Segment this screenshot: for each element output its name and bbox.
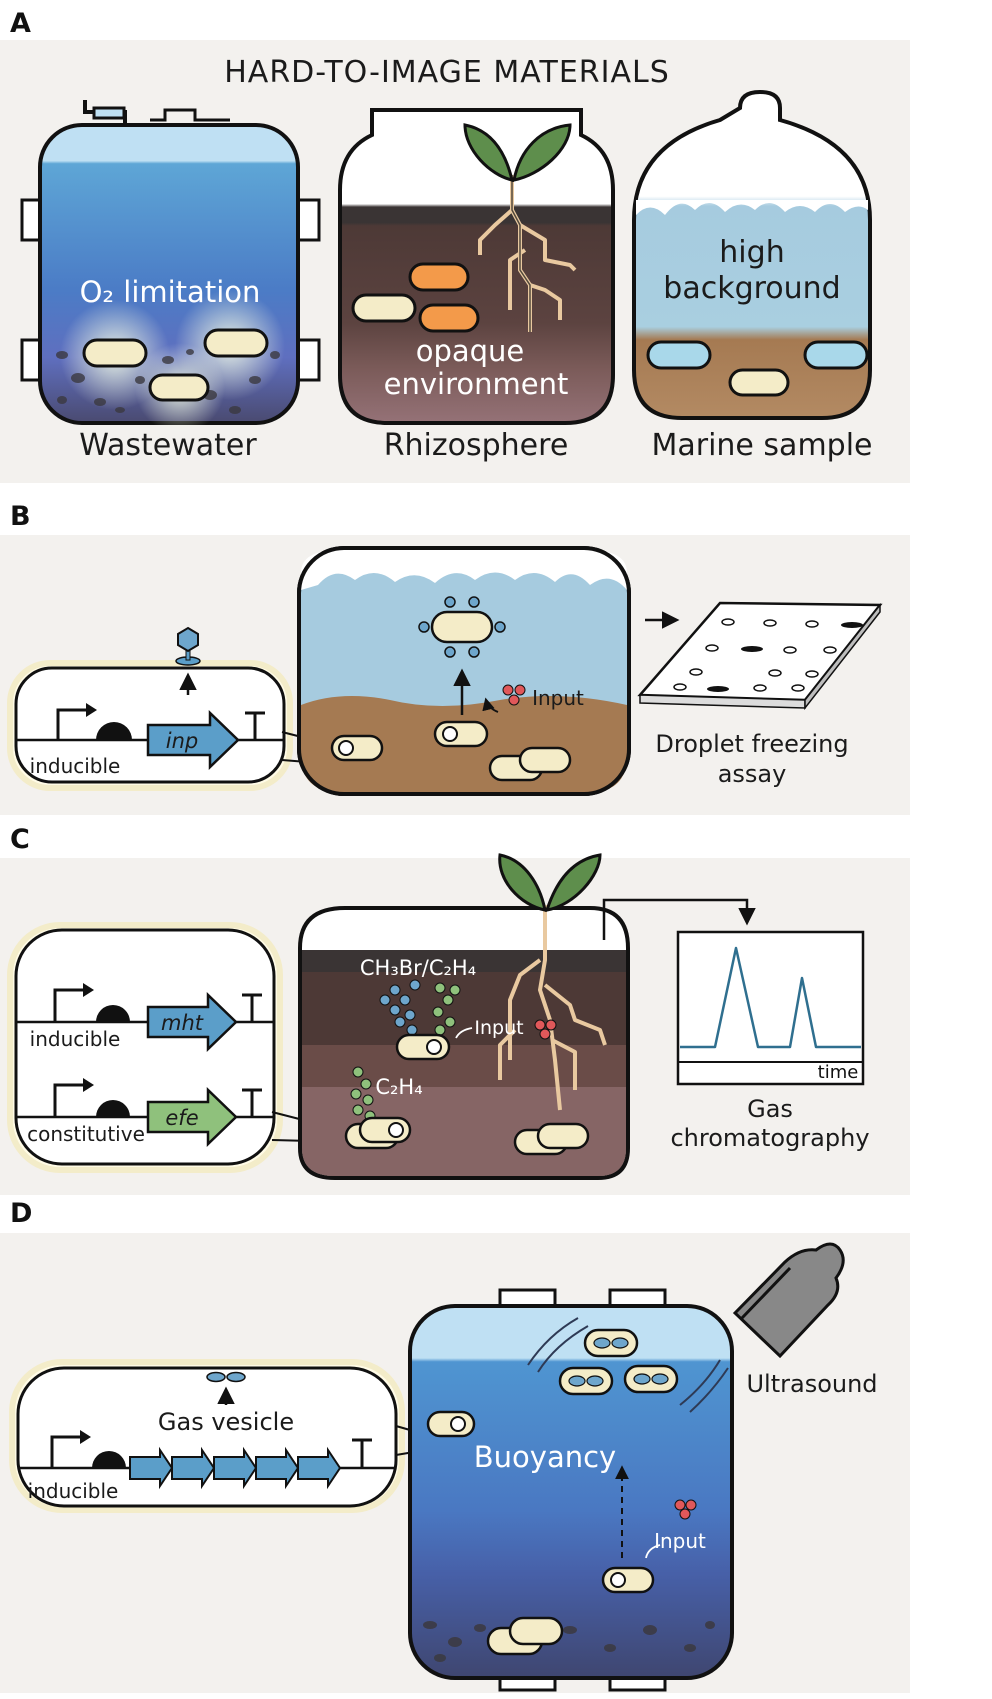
gc-method-line1: Gas — [747, 1095, 793, 1123]
panel-c-rhizosphere-container — [298, 853, 630, 1180]
gas-chromatogram — [676, 930, 865, 1086]
panel-a-title: HARD-TO-IMAGE MATERIALS — [224, 55, 670, 90]
gc-method-line2: chromatography — [670, 1124, 869, 1152]
marine-overlay-line1: high — [719, 235, 784, 270]
droplet-assay-line2: assay — [718, 760, 787, 788]
panel-d-promoter-label: inducible — [28, 1479, 119, 1503]
wastewater-overlay-text: O₂ limitation — [80, 275, 261, 309]
chromatogram-axis-label: time — [818, 1062, 859, 1083]
panel-letter-d: D — [10, 1198, 32, 1229]
vesicle-label: Gas vesicle — [158, 1408, 294, 1436]
droplet-plate — [637, 601, 883, 711]
ultrasound-probe-icon — [732, 1242, 845, 1359]
rhizosphere-jar — [338, 108, 615, 425]
panel-b-gene-label: inp — [166, 729, 198, 753]
marine-label: Marine sample — [651, 428, 872, 463]
panel-c-gas-bottom-label: C₂H₄ — [375, 1075, 422, 1099]
panel-letter-c: C — [10, 824, 30, 855]
panel-c-gene1-label: mht — [161, 1011, 204, 1035]
panel-d-input-label: Input — [654, 1529, 706, 1553]
wastewater-label: Wastewater — [79, 428, 257, 463]
panel-c-input-label: Input — [474, 1017, 523, 1039]
panel-d-cell-construct — [9, 1359, 405, 1513]
rhizosphere-label: Rhizosphere — [384, 428, 569, 463]
marine-overlay-line2: background — [663, 271, 840, 306]
wastewater-tank — [20, 100, 321, 433]
marine-bottle — [632, 89, 872, 420]
panel-d-tank — [408, 1288, 734, 1692]
panel-b-cell-construct — [7, 626, 293, 791]
droplet-assay-line1: Droplet freezing — [655, 730, 848, 758]
ultrasound-label: Ultrasound — [746, 1370, 877, 1398]
panel-c-promoter1-label: inducible — [30, 1027, 121, 1051]
panel-b-promoter-label: inducible — [30, 754, 121, 778]
panel-letter-b: B — [10, 501, 31, 532]
rhizosphere-overlay-line2: environment — [384, 367, 569, 401]
panel-b-input-label: Input — [532, 686, 584, 710]
buoyancy-label: Buoyancy — [474, 1440, 616, 1474]
buoyant-cells — [558, 1328, 679, 1396]
rhizosphere-overlay-line1: opaque — [416, 334, 525, 368]
panel-c-gene2-label: efe — [165, 1106, 198, 1130]
panel-c-gas-top-label: CH₃Br/C₂H₄ — [360, 956, 476, 980]
panel-c-promoter2-label: constitutive — [27, 1122, 145, 1146]
panel-c-cell-construct — [7, 922, 283, 1173]
panel-b-soil-container — [297, 546, 631, 796]
panel-letter-a: A — [10, 8, 31, 39]
